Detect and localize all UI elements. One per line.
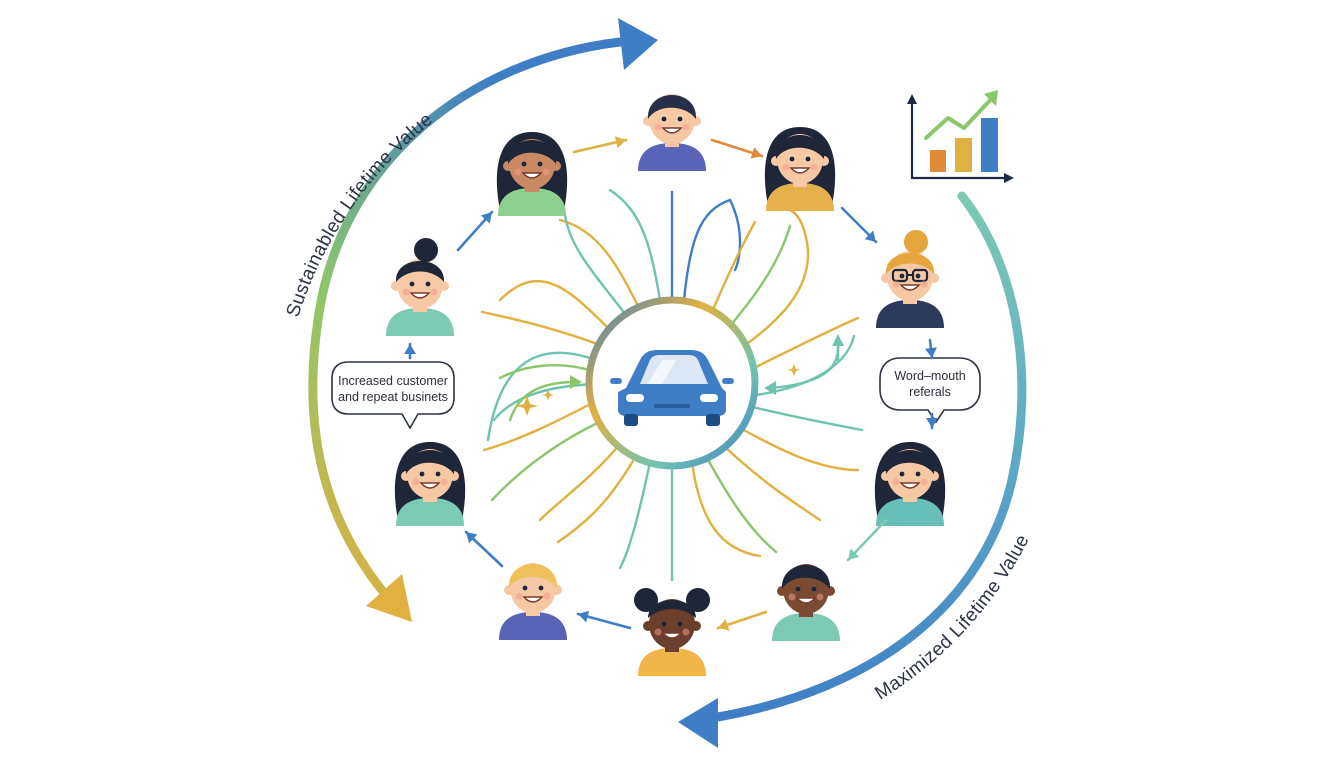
- inner-arrows: [508, 334, 844, 422]
- customer-avatar-top-left: [496, 132, 568, 216]
- right-arc-label: Maximized Lifetime Value: [871, 531, 1033, 704]
- arrowhead-bottom-icon: [678, 698, 718, 748]
- connection-line: [746, 404, 864, 432]
- bubble-left-line2: and repeat businets: [338, 390, 448, 404]
- connection-line: [722, 444, 822, 522]
- flow-arrowhead-icon: [864, 230, 876, 242]
- connection-line: [482, 398, 600, 452]
- speech-bubble-right: Word–mouth referals: [879, 357, 981, 424]
- flow-arrowhead-icon: [926, 418, 938, 428]
- connection-line: [556, 454, 638, 544]
- connection-line: [498, 280, 612, 332]
- connection-line: [486, 351, 598, 442]
- arrowhead-bottom-left-icon: [366, 574, 412, 622]
- connection-line: [492, 382, 598, 422]
- connection-line: [728, 224, 792, 328]
- sparkle-icon: [516, 396, 538, 416]
- customer-avatar-bottom-right: [772, 564, 840, 641]
- connection-line: [618, 460, 652, 570]
- customer-avatar-bottom-left: [499, 563, 567, 640]
- customer-avatar-left-upper: [386, 238, 454, 336]
- customer-avatar-top: [638, 94, 706, 171]
- connection-line: [558, 218, 642, 312]
- flow-arrowhead-icon: [718, 619, 730, 631]
- flow-arrowhead-icon: [466, 532, 478, 544]
- outer-arc-right: [678, 191, 1027, 748]
- customer-avatar-left-lower: [394, 442, 466, 526]
- customer-avatar-bottom: [634, 588, 710, 676]
- connection-line: [690, 460, 762, 558]
- customer-avatar-right-upper: [876, 230, 944, 328]
- bubble-left-line1: Increased customer: [338, 374, 448, 388]
- connection-line: [682, 198, 742, 302]
- sparkle-icon: [787, 364, 801, 376]
- customer-ring: [386, 94, 946, 676]
- flow-arrowhead-icon: [750, 147, 762, 159]
- customer-flow-arrows: [404, 136, 938, 631]
- connection-line: [608, 188, 662, 302]
- connection-line: [490, 418, 606, 502]
- customer-avatar-top-right: [764, 127, 836, 211]
- connection-line: [563, 213, 630, 320]
- flow-arrowhead-icon: [614, 136, 626, 149]
- flow-arrowhead-icon: [924, 347, 937, 358]
- connection-line: [538, 442, 622, 522]
- connection-line: [748, 316, 860, 372]
- car-icon: [610, 350, 734, 426]
- connection-line: [704, 454, 778, 554]
- bubble-right-line1: Word–mouth: [894, 369, 965, 383]
- flow-arrowhead-icon: [404, 344, 416, 354]
- flow-arrowhead-icon: [578, 610, 590, 623]
- sparkle-icons: [516, 364, 801, 416]
- connection-line: [742, 208, 810, 348]
- bubble-right-line2: referals: [909, 385, 951, 399]
- arrowhead-top-icon: [618, 18, 658, 70]
- connection-line: [738, 426, 860, 472]
- sparkle-icon: [542, 390, 554, 400]
- center-hub: [585, 296, 759, 470]
- connection-line: [710, 220, 757, 314]
- flow-arrowhead-icon: [480, 212, 492, 224]
- outer-arc-left: [308, 18, 658, 622]
- connection-line: [480, 310, 602, 347]
- flow-arrowhead-icon: [848, 548, 860, 560]
- speech-bubble-left: Increased customer and repeat businets: [331, 361, 455, 430]
- connection-line: [498, 364, 598, 380]
- growth-bar-chart-icon: [907, 90, 1014, 183]
- customer-avatar-right-lower: [874, 442, 946, 526]
